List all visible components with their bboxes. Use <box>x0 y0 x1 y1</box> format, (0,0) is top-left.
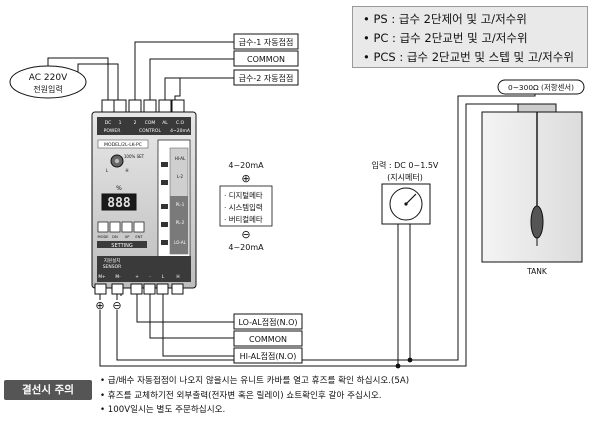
terminal-top-4: AL <box>162 120 168 126</box>
wiring-notes: • 급/배수 자동접점이 나오지 않을시는 유니트 카바를 열고 휴즈를 확인 … <box>100 374 580 418</box>
bar-label-pl1: PL-1 <box>176 202 185 207</box>
output-bottom-3: HI-AL접점(N.O) <box>240 351 297 361</box>
bottom-terminal-screws <box>94 283 184 295</box>
output-bottom-2: COMMON <box>249 335 287 344</box>
level-sensor: 0~300Ω (저항센서) TANK <box>481 79 585 276</box>
digital-display <box>101 193 137 211</box>
up-button[interactable] <box>121 221 133 233</box>
note-3: • 100V일시는 별도 주문하십시오. <box>100 405 226 415</box>
terminal-bottom-2: + <box>135 274 139 280</box>
signal-minus: ⊖ <box>241 228 250 241</box>
legend-pc: • PC : 급수 2단교번 및 고/저수위 <box>363 31 528 45</box>
ent-button[interactable] <box>133 221 145 233</box>
percent-sign: % <box>116 185 122 192</box>
header-power: POWER <box>104 128 121 134</box>
btn-label-up: UP <box>125 235 131 239</box>
terminal-bottom-0: M+ <box>98 274 106 280</box>
output-bottom-1: LO-AL접점(N.O) <box>238 317 297 327</box>
meter-label-2: (지시메터) <box>387 173 423 182</box>
terminal-top-0: DC <box>105 120 112 126</box>
terminal-top-1: 1 <box>119 120 122 126</box>
top-terminal-screws <box>101 99 185 114</box>
terminal-bottom-3: - <box>149 275 151 280</box>
model-legend: • PS : 급수 2단제어 및 고/저수위 • PC : 급수 2단교번 및 … <box>352 6 588 68</box>
bar-label-hi-al: HI-AL <box>175 156 186 161</box>
header-4-20: 4~20mA <box>170 128 191 134</box>
signal-item-3: · 버티컬메타 <box>224 215 263 224</box>
caution-badge: 결선시 주의 <box>4 380 92 400</box>
polarity-minus: ⊖ <box>112 299 121 312</box>
btn-label-ent: ENT <box>135 235 143 239</box>
output-top-3: 급수-2 자동접점 <box>239 73 294 83</box>
controller-device: DC 1 2 COM AL C.O POWER CONTROL 4~20mA M… <box>91 99 197 295</box>
terminal-bottom-4: L <box>162 274 165 280</box>
indicator-meter: 입력 : DC 0~1.5V (지시메터) <box>372 160 439 225</box>
knob-label-l: L <box>106 168 109 173</box>
sensor-float <box>530 205 544 239</box>
signal-item-2: · 시스템입력 <box>224 203 263 212</box>
ac-supply: AC 220V 전원입력 <box>9 65 87 99</box>
signal-bottom-label: 4~20mA <box>228 243 264 252</box>
bar-label-pl2: PL-2 <box>176 220 185 225</box>
setting-label: SETTING <box>111 243 133 249</box>
display-digits: 888 <box>107 196 131 211</box>
terminal-bottom-5: H <box>176 274 179 280</box>
set-label: 100% SET <box>124 154 145 159</box>
dn-button[interactable] <box>109 221 121 233</box>
meter-label-1: 입력 : DC 0~1.5V <box>372 160 439 170</box>
output-top-1: 급수-1 자동접점 <box>239 37 294 47</box>
btn-label-dn: DN <box>112 235 118 239</box>
signal-item-1: · 디지털메타 <box>224 191 263 200</box>
bar-label-l2: L-2 <box>177 174 184 179</box>
wires <box>47 41 542 367</box>
ac-voltage: AC 220V <box>29 73 68 83</box>
level-bars: HI-AL L-2 PL-1 PL-2 LO-AL <box>157 139 191 259</box>
ac-label: 전원입력 <box>33 84 62 94</box>
tank-label: TANK <box>526 267 548 276</box>
setting-buttons: MODE DN UP ENT <box>97 221 145 239</box>
mode-button[interactable] <box>97 221 109 233</box>
bottom-outputs: LO-AL접점(N.O) COMMON HI-AL접점(N.O) <box>233 313 303 364</box>
btn-label-mode: MODE <box>98 235 110 239</box>
junction-dot <box>407 357 413 363</box>
sensor-label: 0~300Ω (저항센서) <box>508 83 574 92</box>
output-top-2: COMMON <box>247 55 285 64</box>
signal-plus: ⊕ <box>241 172 250 185</box>
terminal-top-2: 2 <box>134 120 137 126</box>
sensor-section-label: SENSOR <box>103 264 122 270</box>
signal-top-label: 4~20mA <box>228 161 264 170</box>
legend-ps: • PS : 급수 2단제어 및 고/저수위 <box>363 12 527 26</box>
signal-output: 4~20mA ⊕ · 디지털메타 · 시스템입력 · 버티컬메타 ⊖ 4~20m… <box>219 161 273 252</box>
terminal-top-5: C.O <box>176 120 185 126</box>
note-1: • 급/배수 자동접점이 나오지 않을시는 유니트 카바를 열고 휴즈를 확인 … <box>100 376 410 386</box>
note-2: • 휴즈를 교체하기전 외부출력(전자변 혹은 릴레이) 쇼트확인후 갈아 주십… <box>100 390 382 401</box>
bar-label-lo-al: LO-AL <box>174 240 186 245</box>
device-model: MODEL/2L-LK-PC <box>104 142 142 148</box>
header-control: CONTROL <box>139 128 161 134</box>
sensor-section-title: 지원설치 <box>104 257 121 264</box>
terminal-bottom-1: M- <box>115 274 121 280</box>
terminal-top-3: COM <box>145 120 156 126</box>
legend-pcs: • PCS : 급수 2단교번 및 스텝 및 고/저수위 <box>363 50 574 64</box>
junction-dot <box>395 363 401 369</box>
knob-label-h: H <box>125 168 128 173</box>
polarity-plus: ⊕ <box>95 299 104 312</box>
top-outputs: 급수-1 자동접점 COMMON 급수-2 자동접점 <box>233 33 299 86</box>
